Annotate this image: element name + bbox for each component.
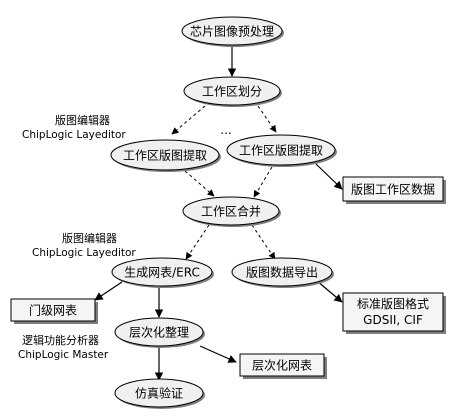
node-preprocess: 芯片图像预处理 [181,16,284,47]
box-std-format-line2: GDSII, CIF [363,313,423,327]
node-hierarchy-label: 层次化整理 [129,325,189,340]
node-layout-export: 版图数据导出 [231,257,334,288]
edge-merge-netlist [185,224,210,260]
annotation-editor-2-cn: 版图编辑器 [62,231,117,245]
node-netlist-erc: 生成网表/ERC [111,257,214,288]
annotation-editor-1-cn: 版图编辑器 [55,113,110,127]
annotation-analyzer-cn: 逻辑功能分析器 [22,333,99,347]
edge-hierarchy-hiernetlist [199,345,237,363]
edge-extract-left-merge [184,170,215,197]
node-merge-label: 工作区合并 [201,204,261,219]
node-merge: 工作区合并 [182,196,281,227]
edge-partition-extract-right [257,105,277,133]
annotation-analyzer-en: ChipLogic Master [18,349,109,361]
node-simulation-label: 仿真验证 [135,386,183,401]
node-extract-left-label: 工作区版图提取 [123,148,207,163]
box-std-format-line1: 标准版图格式 [357,296,429,311]
node-netlist-erc-label: 生成网表/ERC [124,266,200,280]
node-simulation: 仿真验证 [114,378,205,409]
edge-extract-right-merge [253,166,273,198]
edge-merge-export [251,224,276,260]
edge-extract-right-workarea-data [315,163,343,190]
annotation-editor-1-en: ChipLogic Layeditor [22,129,126,141]
box-std-format: 标准版图格式 GDSII, CIF [342,292,446,334]
node-partition-label: 工作区划分 [202,85,262,99]
node-extract-right: 工作区版图提取 [226,134,337,167]
node-layout-export-label: 版图数据导出 [246,265,318,280]
annotation-editor-2-en: ChipLogic Layeditor [32,247,136,259]
edges [94,45,343,381]
box-gate-netlist-label: 门级网表 [29,303,77,318]
node-hierarchy: 层次化整理 [114,317,205,348]
box-workarea-data: 版图工作区数据 [342,176,446,204]
edge-netlist-gate [94,281,123,301]
annotation-editor-2: 版图编辑器 ChipLogic Layeditor [32,231,136,259]
parallel-ellipsis: ... [220,123,231,137]
node-extract-right-label: 工作区版图提取 [239,143,323,158]
node-preprocess-label: 芯片图像预处理 [190,25,274,39]
annotation-editor-1: 版图编辑器 ChipLogic Layeditor [22,113,126,141]
annotation-analyzer: 逻辑功能分析器 ChipLogic Master [18,333,109,361]
node-partition: 工作区划分 [183,76,282,107]
box-hier-netlist-label: 层次化网表 [252,359,312,373]
edge-export-stdformat [316,280,343,303]
box-gate-netlist: 门级网表 [10,298,98,324]
node-extract-left: 工作区版图提取 [110,139,221,172]
box-workarea-data-label: 版图工作区数据 [351,182,435,197]
edge-partition-extract-left [171,105,206,135]
box-hier-netlist: 层次化网表 [239,353,327,379]
